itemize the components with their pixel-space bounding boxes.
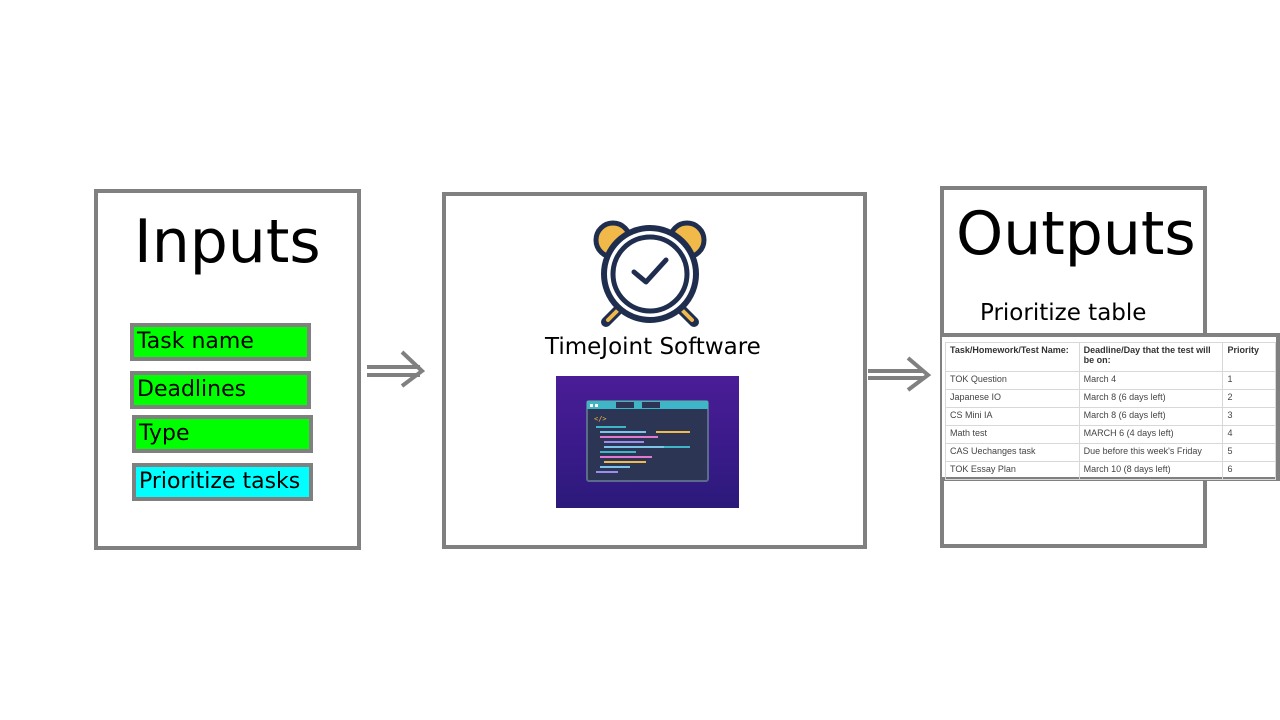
table-cell: March 4 [1078, 371, 1224, 390]
svg-text:</>: </> [594, 415, 607, 423]
table-header: Task/Homework/Test Name: [945, 342, 1080, 372]
table-cell: 5 [1222, 443, 1276, 462]
alarm-clock-icon [593, 220, 707, 327]
priority-table-grid: Task/Homework/Test Name: Deadline/Day th… [945, 342, 1276, 480]
table-header: Deadline/Day that the test will be on: [1078, 342, 1224, 372]
table-cell: March 10 (8 days left) [1078, 461, 1224, 480]
inputs-title: Inputs [134, 207, 321, 277]
table-cell: Math test [945, 425, 1080, 444]
code-window-icon: </> [556, 376, 739, 508]
table-cell: 4 [1222, 425, 1276, 444]
table-cell: March 8 (6 days left) [1078, 407, 1224, 426]
table-cell: MARCH 6 (4 days left) [1078, 425, 1224, 444]
input-tag-deadlines: Deadlines [130, 371, 311, 409]
table-cell: 2 [1222, 389, 1276, 408]
software-label: TimeJoint Software [545, 334, 761, 360]
outputs-subtitle: Prioritize table [980, 300, 1147, 326]
table-row: CAS Uechanges task Due before this week'… [945, 443, 1276, 462]
table-header-row: Task/Homework/Test Name: Deadline/Day th… [945, 342, 1276, 372]
table-row: TOK Question March 4 1 [945, 371, 1276, 390]
priority-table: Task/Homework/Test Name: Deadline/Day th… [942, 333, 1280, 481]
table-header: Priority [1222, 342, 1276, 372]
input-tag-task-name: Task name [130, 323, 311, 361]
table-row: Japanese IO March 8 (6 days left) 2 [945, 389, 1276, 408]
arrow-right-icon [367, 350, 426, 388]
table-cell: TOK Question [945, 371, 1080, 390]
outputs-title: Outputs [956, 199, 1196, 269]
table-row: CS Mini IA March 8 (6 days left) 3 [945, 407, 1276, 426]
table-cell: 1 [1222, 371, 1276, 390]
table-row: TOK Essay Plan March 10 (8 days left) 6 [945, 461, 1276, 480]
table-cell: Japanese IO [945, 389, 1080, 408]
table-cell: CS Mini IA [945, 407, 1080, 426]
table-cell: 3 [1222, 407, 1276, 426]
table-row: Math test MARCH 6 (4 days left) 4 [945, 425, 1276, 444]
table-cell: 6 [1222, 461, 1276, 480]
table-cell: CAS Uechanges task [945, 443, 1080, 462]
table-cell: March 8 (6 days left) [1078, 389, 1224, 408]
arrow-right-icon [868, 356, 932, 392]
input-tag-type: Type [132, 415, 313, 453]
input-tag-prioritize-tasks: Prioritize tasks [132, 463, 313, 501]
table-cell: TOK Essay Plan [945, 461, 1080, 480]
table-cell: Due before this week's Friday [1078, 443, 1224, 462]
